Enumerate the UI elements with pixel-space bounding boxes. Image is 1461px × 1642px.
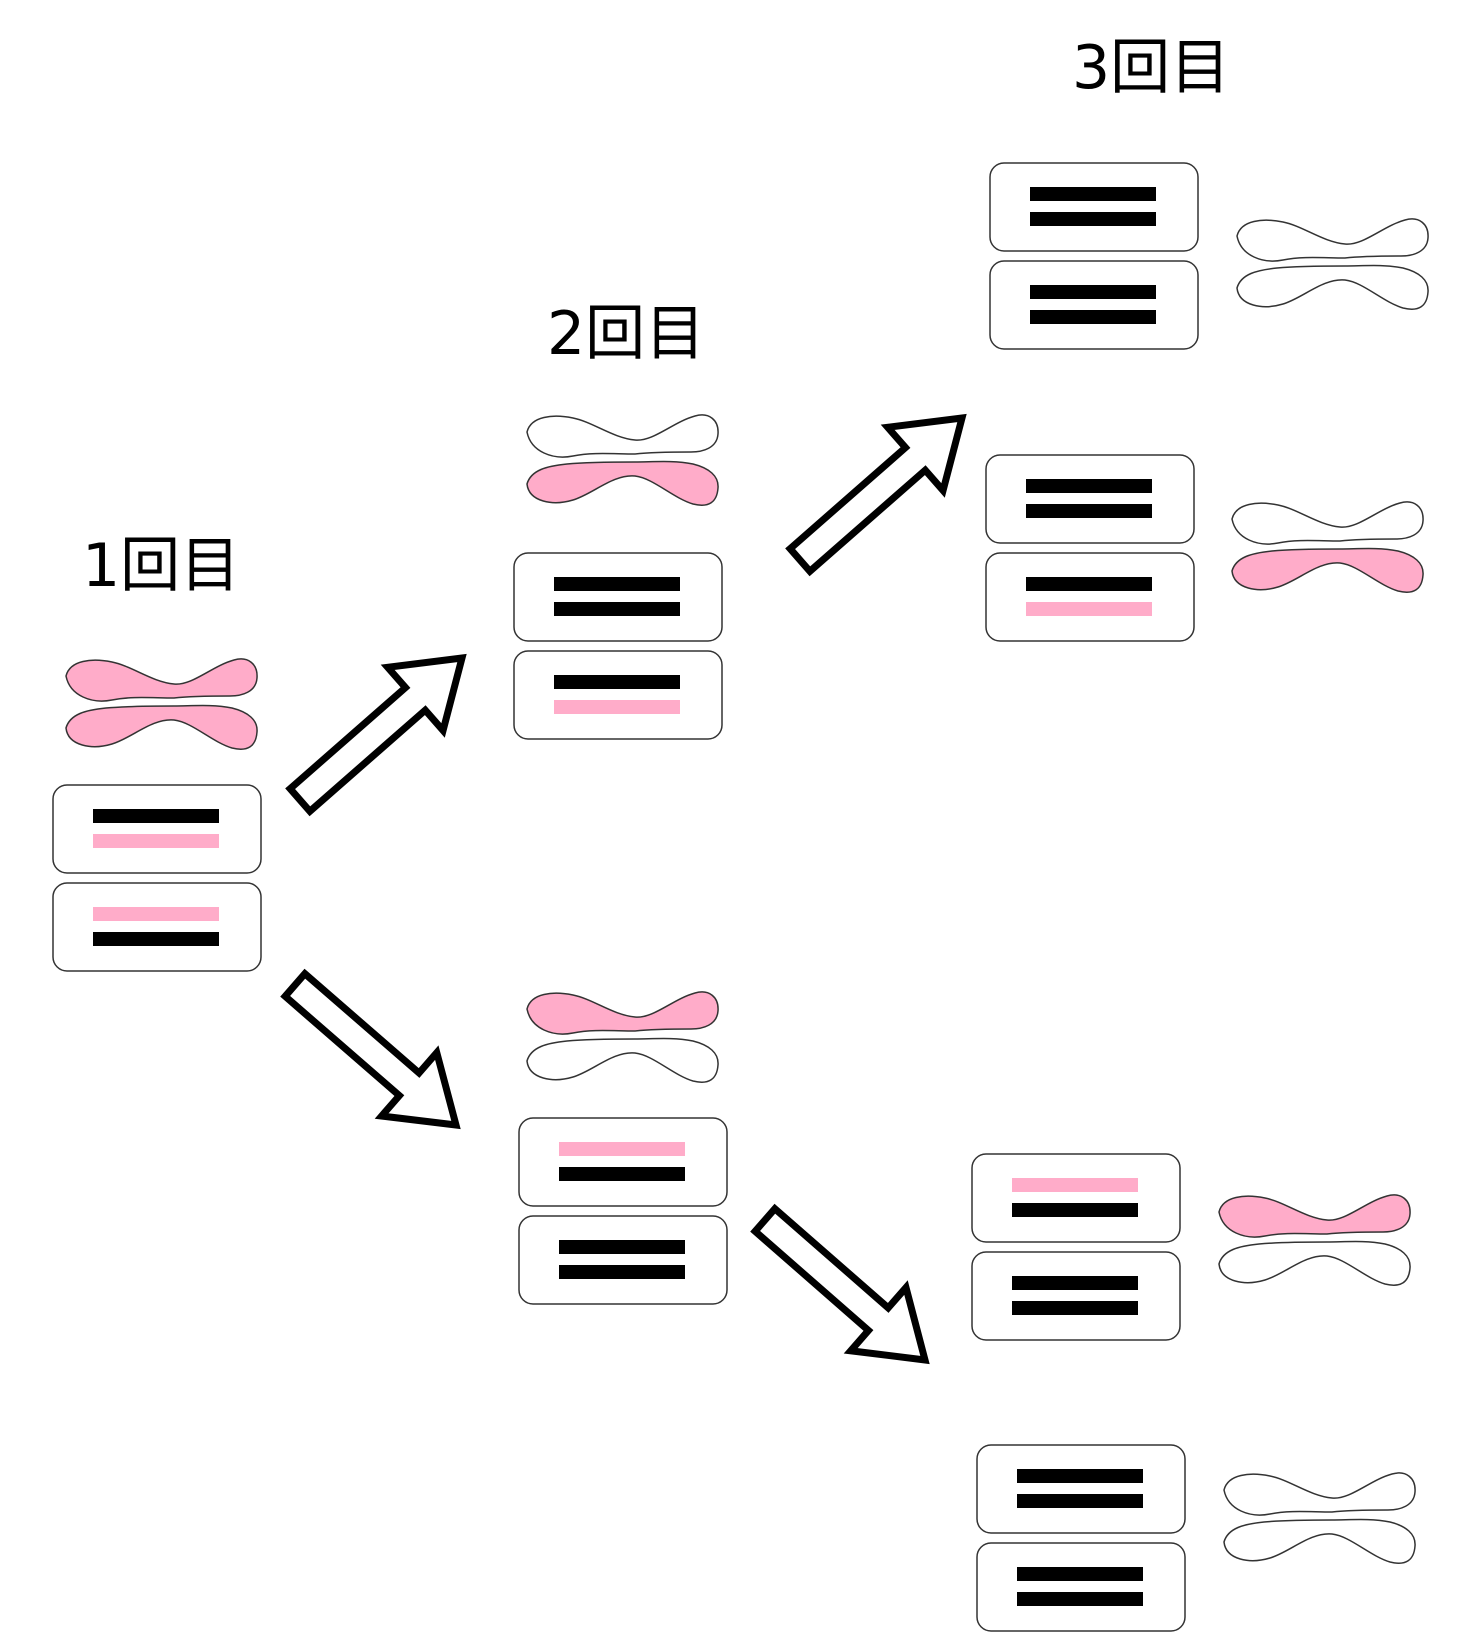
- genotype-box-g3-c-lower: [971, 1251, 1181, 1341]
- genotype-box-g3-a-upper: [989, 162, 1199, 252]
- chromosome-g1: [65, 658, 258, 750]
- chromosome-arm-bottom: [1218, 1240, 1411, 1286]
- allele-bar-pink: [93, 907, 219, 921]
- allele-bar-black: [559, 1240, 685, 1254]
- genotype-box-g3-b-lower: [985, 552, 1195, 642]
- genotype-box-frame: [518, 1117, 728, 1207]
- chromosome-g3-a: [1236, 218, 1429, 310]
- allele-bar-pink: [93, 834, 219, 848]
- arrow-gen1-to-gen2-bottom: [280, 968, 461, 1130]
- genotype-box-g3-a-lower: [989, 260, 1199, 350]
- genotype-box-frame: [989, 260, 1199, 350]
- chromosome-arm-bottom: [65, 704, 258, 750]
- allele-bar-black: [554, 602, 680, 616]
- allele-bar-black: [554, 675, 680, 689]
- allele-bar-black: [1026, 577, 1152, 591]
- allele-bar-black: [1030, 187, 1156, 201]
- allele-bar-black: [93, 809, 219, 823]
- allele-bar-black: [554, 577, 680, 591]
- chromosome-arm-bottom: [1236, 264, 1429, 310]
- chromosome-arm-top: [526, 991, 719, 1035]
- allele-bar-black: [1017, 1592, 1143, 1606]
- chromosome-arm-top: [1236, 218, 1429, 262]
- generation-2-label: 2回目: [547, 299, 706, 369]
- genotype-box-g3-d-upper: [976, 1444, 1186, 1534]
- chromosome-g3-d: [1223, 1472, 1416, 1564]
- genotype-box-frame: [52, 882, 262, 972]
- chromosome-arm-bottom: [1231, 547, 1424, 593]
- genotype-box-frame: [513, 650, 723, 740]
- genotype-box-frame: [52, 784, 262, 874]
- genotype-box-g2-top-upper: [513, 552, 723, 642]
- genotype-box-frame: [971, 1153, 1181, 1243]
- allele-bar-black: [1012, 1276, 1138, 1290]
- allele-bar-black: [1017, 1567, 1143, 1581]
- genotype-box-g3-d-lower: [976, 1542, 1186, 1632]
- genotype-box-g2-bottom-upper: [518, 1117, 728, 1207]
- allele-bar-black: [1030, 310, 1156, 324]
- allele-bar-pink: [554, 700, 680, 714]
- chromosome-g3-c: [1218, 1194, 1411, 1286]
- genotype-box-frame: [513, 552, 723, 642]
- allele-bar-black: [559, 1265, 685, 1279]
- allele-bar-black: [1026, 479, 1152, 493]
- allele-bar-black: [1030, 285, 1156, 299]
- genotype-box-frame: [989, 162, 1199, 252]
- genotype-box-frame: [971, 1251, 1181, 1341]
- genotype-box-frame: [985, 454, 1195, 544]
- allele-bar-black: [1017, 1494, 1143, 1508]
- arrow-gen2-bottom-to-gen3: [750, 1203, 930, 1365]
- chromosome-arm-top: [526, 414, 719, 458]
- chromosome-arm-top: [1218, 1194, 1411, 1238]
- generation-1-label: 1回目: [82, 531, 241, 601]
- genotype-box-g2-top-lower: [513, 650, 723, 740]
- arrow-gen1-to-gen2-top: [285, 653, 467, 817]
- allele-bar-pink: [559, 1142, 685, 1156]
- genotype-box-frame: [976, 1542, 1186, 1632]
- allele-bar-black: [1030, 212, 1156, 226]
- chromosome-arm-bottom: [526, 460, 719, 506]
- chromosome-g2-top: [526, 414, 719, 506]
- generation-3-label: 3回目: [1072, 33, 1231, 103]
- genotype-box-frame: [976, 1444, 1186, 1534]
- chromosome-arm-top: [1223, 1472, 1416, 1516]
- chromosome-g3-b: [1231, 501, 1424, 593]
- chromosome-arm-top: [65, 658, 258, 702]
- chromosome-g2-bottom: [526, 991, 719, 1083]
- arrow-gen2-top-to-gen3: [785, 413, 967, 577]
- chromosome-arm-bottom: [1223, 1518, 1416, 1564]
- genotype-box-frame: [985, 552, 1195, 642]
- genotype-box-g3-b-upper: [985, 454, 1195, 544]
- chromosome-arm-bottom: [526, 1037, 719, 1083]
- allele-bar-black: [559, 1167, 685, 1181]
- allele-bar-pink: [1012, 1178, 1138, 1192]
- chromosome-arm-top: [1231, 501, 1424, 545]
- allele-bar-black: [1017, 1469, 1143, 1483]
- allele-bar-pink: [1026, 602, 1152, 616]
- genotype-box-g1-lower: [52, 882, 262, 972]
- genotype-box-g3-c-upper: [971, 1153, 1181, 1243]
- allele-bar-black: [1026, 504, 1152, 518]
- allele-bar-black: [1012, 1301, 1138, 1315]
- genotype-box-g1-upper: [52, 784, 262, 874]
- allele-bar-black: [93, 932, 219, 946]
- allele-bar-black: [1012, 1203, 1138, 1217]
- genotype-box-g2-bottom-lower: [518, 1215, 728, 1305]
- genotype-box-frame: [518, 1215, 728, 1305]
